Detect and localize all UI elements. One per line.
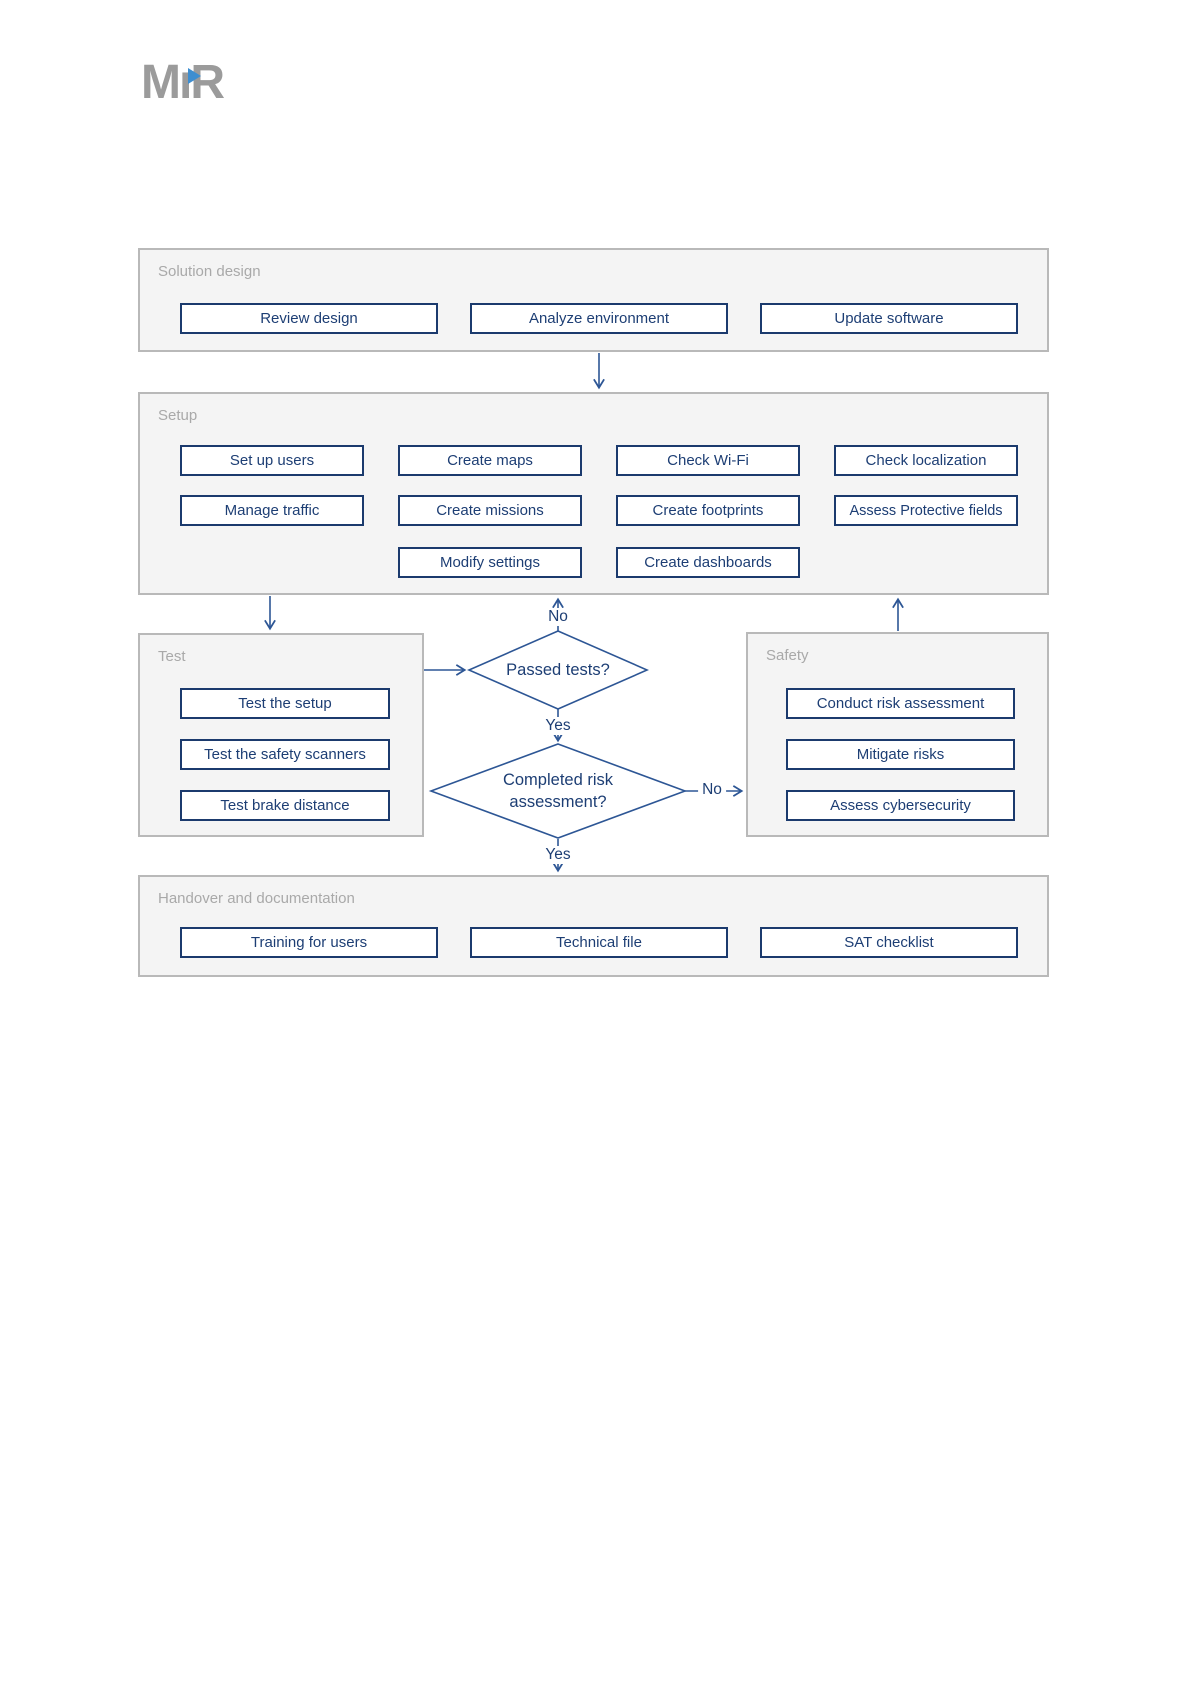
box-test-the-safety-scanners: Test the safety scanners xyxy=(180,739,390,770)
section-test: Test Test the setup Test the safety scan… xyxy=(138,633,424,837)
edge-label-no-to-setup: No xyxy=(544,608,572,626)
section-setup: Setup Set up users Create maps Check Wi-… xyxy=(138,392,1049,595)
box-mitigate-risks: Mitigate risks xyxy=(786,739,1015,770)
decision-completed-risk-label: Completed risk assessment? xyxy=(502,771,614,811)
box-create-maps: Create maps xyxy=(398,445,582,476)
box-create-footprints: Create footprints xyxy=(616,495,800,526)
box-manage-traffic: Manage traffic xyxy=(180,495,364,526)
box-set-up-users: Set up users xyxy=(180,445,364,476)
box-assess-protective-fields: Assess Protective fields xyxy=(834,495,1018,526)
section-label-handover: Handover and documentation xyxy=(158,890,355,907)
box-assess-cybersecurity: Assess cybersecurity xyxy=(786,790,1015,821)
section-label-setup: Setup xyxy=(158,407,198,424)
edge-label-yes-to-risk: Yes xyxy=(541,717,575,735)
box-modify-settings: Modify settings xyxy=(398,547,582,578)
box-technical-file: Technical file xyxy=(470,927,728,958)
section-solution-design: Solution design Review design Analyze en… xyxy=(138,248,1049,352)
mir-logo: MıR xyxy=(141,56,225,109)
box-check-localization: Check localization xyxy=(834,445,1018,476)
logo-triangle-icon xyxy=(188,68,201,84)
box-test-the-setup: Test the setup xyxy=(180,688,390,719)
box-check-wifi: Check Wi-Fi xyxy=(616,445,800,476)
box-create-dashboards: Create dashboards xyxy=(616,547,800,578)
box-create-missions: Create missions xyxy=(398,495,582,526)
box-training-for-users: Training for users xyxy=(180,927,438,958)
box-conduct-risk-assessment: Conduct risk assessment xyxy=(786,688,1015,719)
box-update-software: Update software xyxy=(760,303,1018,334)
section-label-safety: Safety xyxy=(766,647,809,664)
section-safety: Safety Conduct risk assessment Mitigate … xyxy=(746,632,1049,837)
box-test-brake-distance: Test brake distance xyxy=(180,790,390,821)
edge-label-no-to-safety: No xyxy=(698,781,726,799)
section-label-test: Test xyxy=(158,648,186,665)
section-handover: Handover and documentation Training for … xyxy=(138,875,1049,977)
edge-label-yes-to-handover: Yes xyxy=(541,846,575,864)
box-review-design: Review design xyxy=(180,303,438,334)
box-sat-checklist: SAT checklist xyxy=(760,927,1018,958)
section-label-solution-design: Solution design xyxy=(158,263,261,280)
box-analyze-environment: Analyze environment xyxy=(470,303,728,334)
decision-passed-tests-label: Passed tests? xyxy=(506,661,610,679)
logo-letter-m: M xyxy=(141,56,181,109)
